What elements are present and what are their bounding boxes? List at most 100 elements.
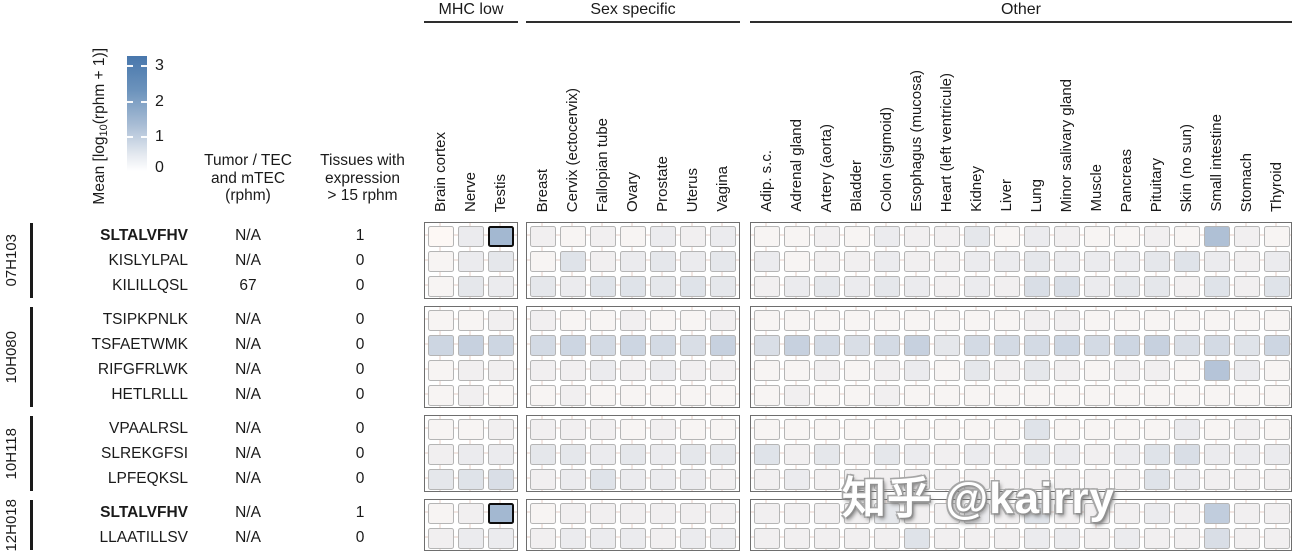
heatmap-cell [428, 419, 454, 440]
tissue-label: Artery (aorta) [818, 123, 835, 212]
heatmap-cell [620, 360, 646, 381]
heatmap-cell [1174, 444, 1200, 465]
tissues-gt15-value: 1 [355, 504, 365, 521]
heatmap-cell [590, 469, 616, 490]
tissue-label: Pancreas [1118, 148, 1135, 212]
tissues-gt15-value: 0 [355, 252, 365, 269]
tumor-rphm-value: N/A [235, 386, 261, 403]
tumor-rphm-value: N/A [235, 504, 261, 521]
row-group-label: 10H080 [0, 306, 22, 408]
heatmap-cell [814, 419, 840, 440]
heatmap-cell [1114, 251, 1140, 272]
tissue-label: Stomach [1238, 152, 1255, 212]
heatmap-cell [1264, 226, 1290, 247]
peptide-label: KISLYLPAL [108, 252, 188, 269]
heatmap-cell [994, 444, 1020, 465]
peptide-label: TSFAETWMK [91, 336, 188, 353]
heatmap-cell [458, 503, 484, 524]
heatmap-cell [1054, 503, 1080, 524]
heatmap-cell [874, 385, 900, 406]
heatmap-cell [904, 503, 930, 524]
heatmap-cell [814, 528, 840, 549]
heatmap-cell [590, 444, 616, 465]
heatmap-cell [680, 469, 706, 490]
legend-axis-label-text: Mean [log10(rphm + 1)] [91, 47, 111, 205]
heatmap-cell [1144, 503, 1170, 524]
heatmap-block [424, 499, 518, 551]
heatmap-cell [560, 226, 586, 247]
heatmap-cell [1114, 419, 1140, 440]
heatmap-cell [754, 276, 780, 297]
heatmap-cell [488, 360, 514, 381]
row-group-label-text: 12H018 [2, 498, 20, 552]
heatmap-cell [844, 385, 870, 406]
heatmap-cell [680, 503, 706, 524]
row-group-bar [30, 500, 33, 550]
heatmap-cell [710, 335, 736, 356]
heatmap-cell [428, 503, 454, 524]
heatmap-cell [1084, 360, 1110, 381]
heatmap-cell [1234, 385, 1260, 406]
heatmap-cell [844, 360, 870, 381]
column-header-tissues-gt15: Tissues with expression > 15 rphm [320, 152, 405, 204]
tissues-gt15-value: 0 [355, 386, 365, 403]
heatmap-cell [1264, 444, 1290, 465]
heatmap-cell [428, 528, 454, 549]
heatmap-cell [1024, 419, 1050, 440]
heatmap-cell [1264, 335, 1290, 356]
row-group-label-text: 10H080 [2, 330, 20, 384]
heatmap-cell [680, 226, 706, 247]
tumor-rphm-value: N/A [235, 529, 261, 546]
heatmap-cell [904, 419, 930, 440]
heatmap-cell [530, 276, 556, 297]
heatmap-cell [458, 226, 484, 247]
tissue-label: Minor salivary gland [1058, 78, 1075, 212]
heatmap-cell [964, 385, 990, 406]
heatmap-cell [784, 335, 810, 356]
tissues-gt15-value: 0 [355, 420, 365, 437]
heatmap-cell [680, 251, 706, 272]
heatmap-cell [1174, 226, 1200, 247]
heatmap-cell [904, 310, 930, 331]
heatmap-cell [1024, 444, 1050, 465]
row-group-label: 10H118 [0, 415, 22, 492]
heatmap-cell [904, 385, 930, 406]
tissue-label: Nerve [462, 171, 479, 212]
tissue-label: Kidney [968, 166, 985, 212]
heatmap-cell [1174, 385, 1200, 406]
heatmap-cell [488, 503, 514, 524]
heatmap-cell [1144, 419, 1170, 440]
heatmap-cell [530, 226, 556, 247]
heatmap-cell [904, 469, 930, 490]
heatmap-cell [680, 419, 706, 440]
heatmap-cell [1264, 528, 1290, 549]
heatmap-cell [488, 310, 514, 331]
heatmap-cell [934, 419, 960, 440]
heatmap-cell [650, 503, 676, 524]
heatmap-cell [530, 419, 556, 440]
heatmap-block [526, 222, 740, 299]
tissues-gt15-value: 0 [355, 529, 365, 546]
heatmap-cell [1204, 360, 1230, 381]
heatmap-cell [814, 469, 840, 490]
heatmap-cell [710, 226, 736, 247]
heatmap-cell [1084, 310, 1110, 331]
heatmap-cell [1174, 528, 1200, 549]
heatmap-cell [814, 360, 840, 381]
heatmap-cell [784, 528, 810, 549]
heatmap-cell [964, 251, 990, 272]
heatmap-cell [874, 528, 900, 549]
heatmap-cell [1174, 503, 1200, 524]
heatmap-cell [1174, 335, 1200, 356]
heatmap-cell [620, 276, 646, 297]
heatmap-cell [530, 528, 556, 549]
heatmap-cell [620, 444, 646, 465]
heatmap-cell [458, 276, 484, 297]
heatmap-cell [1024, 385, 1050, 406]
heatmap-cell [814, 385, 840, 406]
heatmap-cell [590, 528, 616, 549]
heatmap-cell [1174, 310, 1200, 331]
heatmap-cell [964, 310, 990, 331]
heatmap-cell [754, 444, 780, 465]
heatmap-cell [620, 503, 646, 524]
